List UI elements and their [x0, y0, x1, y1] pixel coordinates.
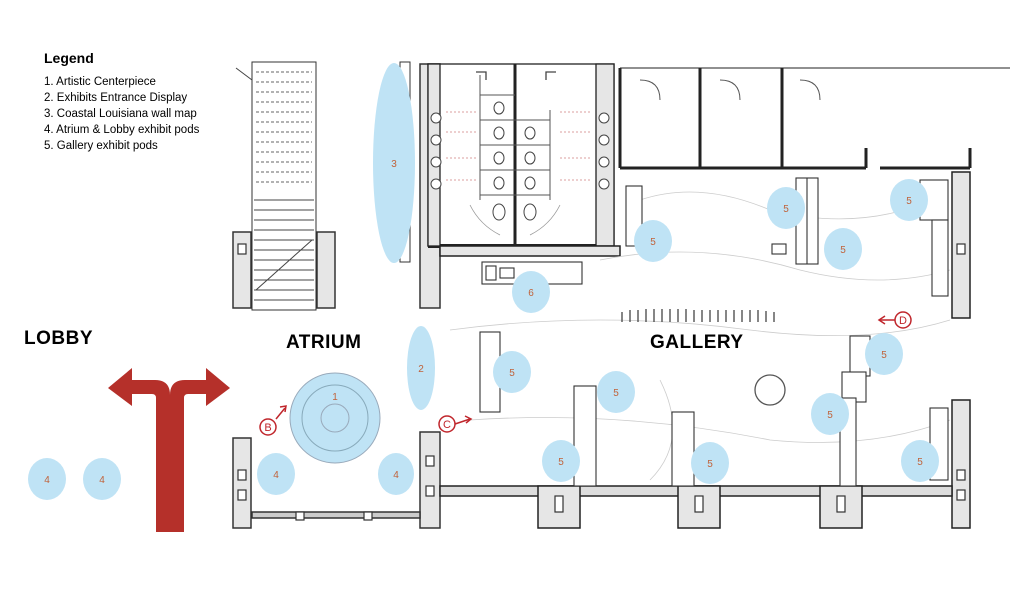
atrium-centerpiece-ring — [289, 372, 381, 464]
pod-bubble — [597, 371, 635, 413]
pod-bubble — [890, 179, 928, 221]
pod-bubble — [865, 333, 903, 375]
exhibit-pod-6: 6 — [512, 271, 550, 313]
pod-label: 5 — [707, 459, 713, 470]
exhibit-pod-5j: 5 — [865, 333, 903, 375]
pod-bubble — [378, 453, 414, 495]
svg-text:D: D — [899, 315, 907, 327]
exhibit-pod-5e: 5 — [493, 351, 531, 393]
pod-bubble — [83, 458, 121, 500]
pod-bubble — [28, 458, 66, 500]
exhibit-pod-2: 2 — [407, 326, 435, 410]
pod-bubble — [542, 440, 580, 482]
pod-label: 4 — [273, 470, 279, 481]
legend: Legend 1. Artistic Centerpiece 2. Exhibi… — [44, 50, 199, 154]
svg-text:C: C — [443, 419, 451, 431]
pod-bubble — [767, 187, 805, 229]
marker-c: C — [438, 415, 473, 433]
pod-label: 5 — [558, 457, 564, 468]
pod-label: 4 — [44, 475, 50, 486]
marker-b: B — [259, 405, 287, 436]
pod-label: 1 — [332, 392, 338, 403]
pod-label: 5 — [509, 368, 515, 379]
room-label-atrium: ATRIUM — [286, 332, 362, 353]
pod-label: 5 — [650, 237, 656, 248]
pod-bubble — [407, 326, 435, 410]
exhibit-pod-3: 3 — [373, 63, 415, 263]
exhibit-pod-5b: 5 — [767, 187, 805, 229]
room-label-gallery: GALLERY — [650, 332, 744, 353]
legend-title: Legend — [44, 50, 94, 66]
pod-label: 5 — [613, 388, 619, 399]
exhibit-pod-5i: 5 — [811, 393, 849, 435]
pod-label: 5 — [917, 457, 923, 468]
pod-bubble — [257, 453, 295, 495]
exhibit-pod-5k: 5 — [901, 440, 939, 482]
pod-label: 5 — [840, 245, 846, 256]
exhibit-pods: 1 2 3 4 4 4 4 5 5 5 5 5 5 5 5 5 5 5 6 — [28, 63, 939, 500]
room-label-lobby: LOBBY — [24, 328, 93, 349]
pod-bubble — [634, 220, 672, 262]
pod-bubble — [493, 351, 531, 393]
pod-bubble — [373, 63, 415, 263]
exhibit-pod-5f: 5 — [597, 371, 635, 413]
exhibit-pod-5d: 5 — [890, 179, 928, 221]
pod-label: 5 — [827, 410, 833, 421]
pod-bubble — [824, 228, 862, 270]
marker-d: D — [877, 311, 912, 329]
back-offices — [618, 67, 1010, 170]
stairs — [235, 61, 317, 311]
gallery-posts — [554, 243, 966, 513]
gallery-contours — [449, 191, 951, 481]
exhibit-pod-4c: 4 — [257, 453, 295, 495]
pod-label: 4 — [99, 475, 105, 486]
legend-item: 3. Coastal Louisiana wall map — [44, 108, 197, 120]
restrooms — [427, 63, 615, 248]
legend-item: 2. Exhibits Entrance Display — [44, 92, 188, 104]
exhibit-pod-5c: 5 — [824, 228, 862, 270]
svg-text:B: B — [264, 422, 271, 434]
pod-label: 5 — [906, 196, 912, 207]
atrium-posts — [237, 243, 435, 521]
pod-bubble — [512, 271, 550, 313]
exhibit-pod-4b: 4 — [83, 458, 121, 500]
pod-label: 4 — [393, 470, 399, 481]
gallery-bench — [621, 309, 775, 322]
pod-label: 3 — [391, 159, 397, 170]
exhibit-pod-1: 1 — [332, 392, 338, 403]
pod-bubble — [901, 440, 939, 482]
pod-bubble — [691, 442, 729, 484]
exhibit-pod-5h: 5 — [691, 442, 729, 484]
exhibit-pod-4a: 4 — [28, 458, 66, 500]
legend-item: 4. Atrium & Lobby exhibit pods — [44, 124, 200, 136]
exhibit-pod-5a: 5 — [634, 220, 672, 262]
exhibit-pod-4d: 4 — [378, 453, 414, 495]
pod-label: 2 — [418, 364, 424, 375]
gallery-round-feature — [754, 374, 786, 406]
exhibit-pod-5g: 5 — [542, 440, 580, 482]
legend-item: 5. Gallery exhibit pods — [44, 140, 158, 152]
pod-label: 6 — [528, 288, 534, 299]
pod-label: 5 — [783, 204, 789, 215]
pod-bubble — [811, 393, 849, 435]
lobby-direction-arrow — [108, 368, 230, 532]
pod-label: 5 — [881, 350, 887, 361]
legend-item: 1. Artistic Centerpiece — [44, 76, 156, 88]
